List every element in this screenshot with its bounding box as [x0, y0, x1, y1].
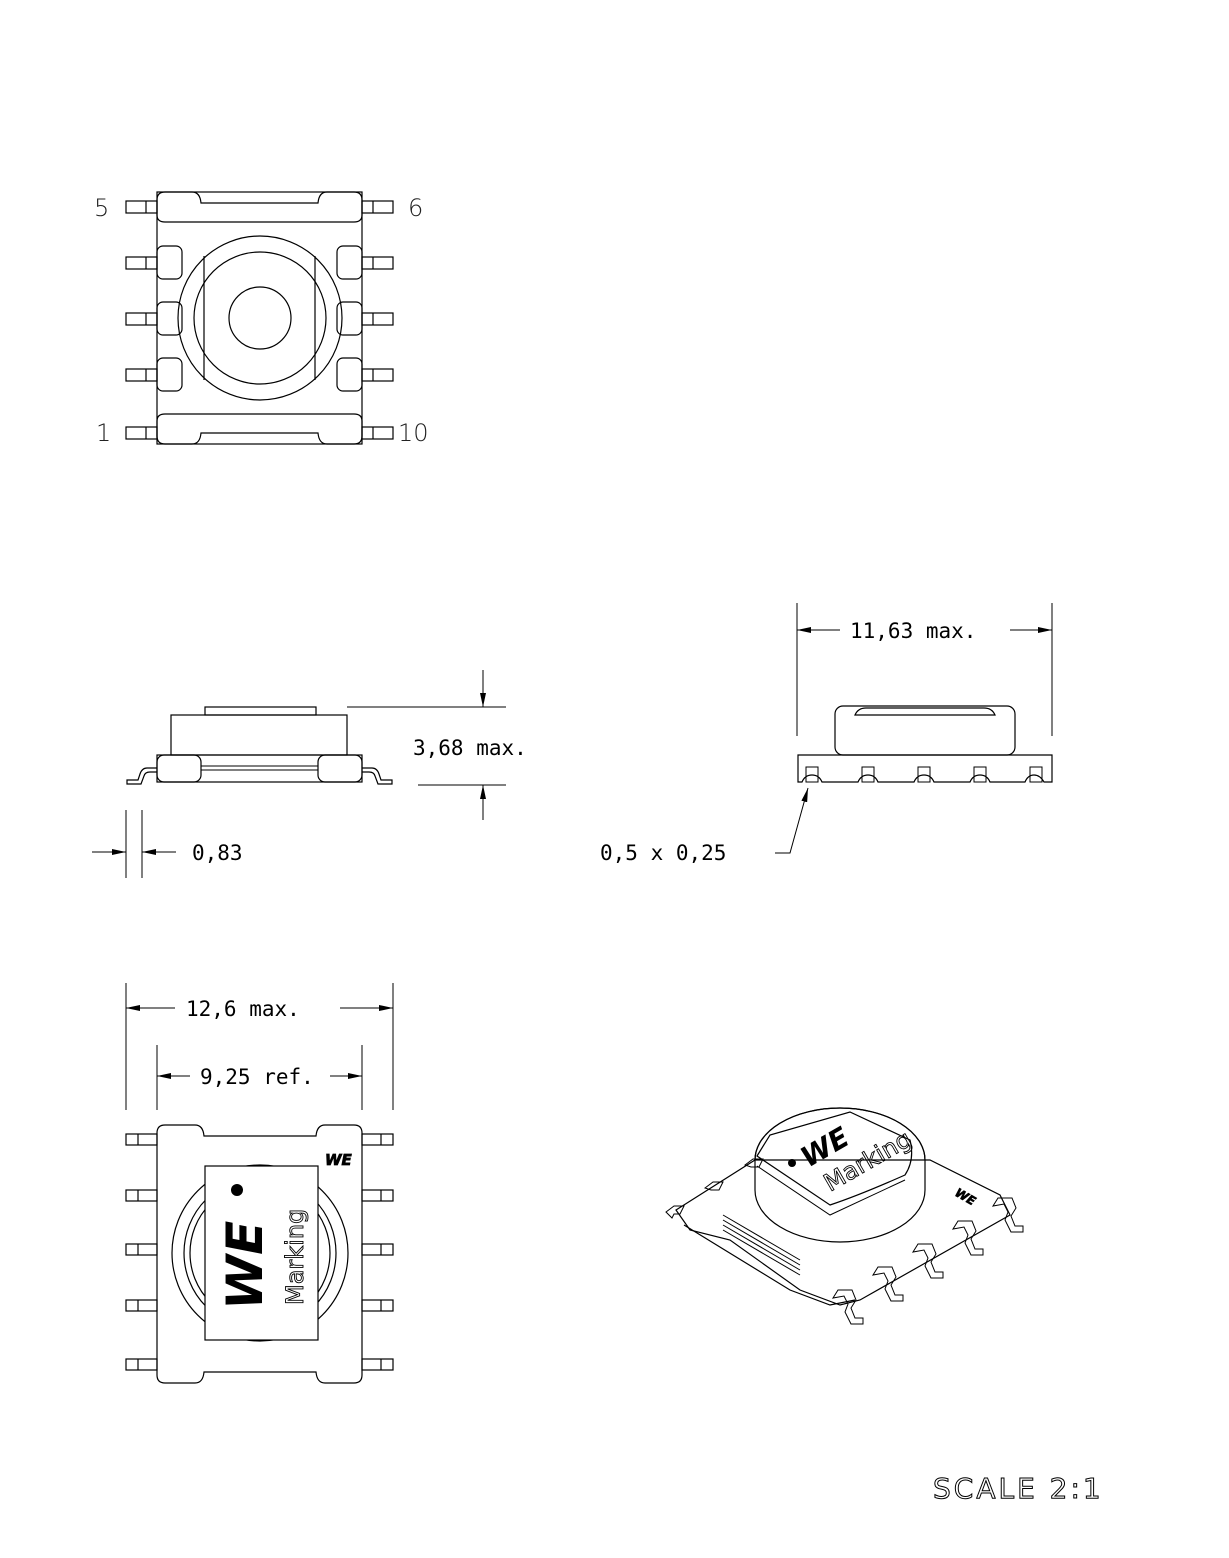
end-view: 11,63 max. 0,5 x 0,25 — [600, 603, 1053, 865]
we-logo: WE — [216, 1221, 274, 1310]
pad-dimension: 0,5 x 0,25 — [600, 841, 726, 865]
side-view: 3,68 max. 0,83 — [92, 670, 527, 878]
we-small-logo-icon: WE — [325, 1151, 353, 1169]
top-view: 5 6 1 10 — [94, 191, 429, 447]
length-dimension: 11,63 max. — [850, 619, 976, 643]
iso-we-small-logo-icon: WE — [953, 1185, 979, 1208]
pin-label-5: 5 — [94, 194, 109, 222]
pin-label-1: 1 — [96, 419, 111, 447]
pin-label-10: 10 — [398, 419, 429, 447]
width-dimension: 12,6 max. — [186, 997, 300, 1021]
side-pads — [156, 245, 363, 392]
isometric-view: WE Marking WE — [665, 1107, 1024, 1325]
bottom-view: WE Marking WE 12,6 max. 9,25 ref. — [125, 983, 394, 1384]
scale-label: SCALE 2:1 — [933, 1472, 1104, 1505]
marking-text: Marking — [281, 1209, 309, 1305]
pin-label-6: 6 — [408, 194, 423, 222]
pins — [125, 200, 394, 440]
lead-dimension: 0,83 — [192, 841, 243, 865]
height-dimension: 3,68 max. — [413, 736, 527, 760]
ref-dimension: 9,25 ref. — [200, 1065, 314, 1089]
